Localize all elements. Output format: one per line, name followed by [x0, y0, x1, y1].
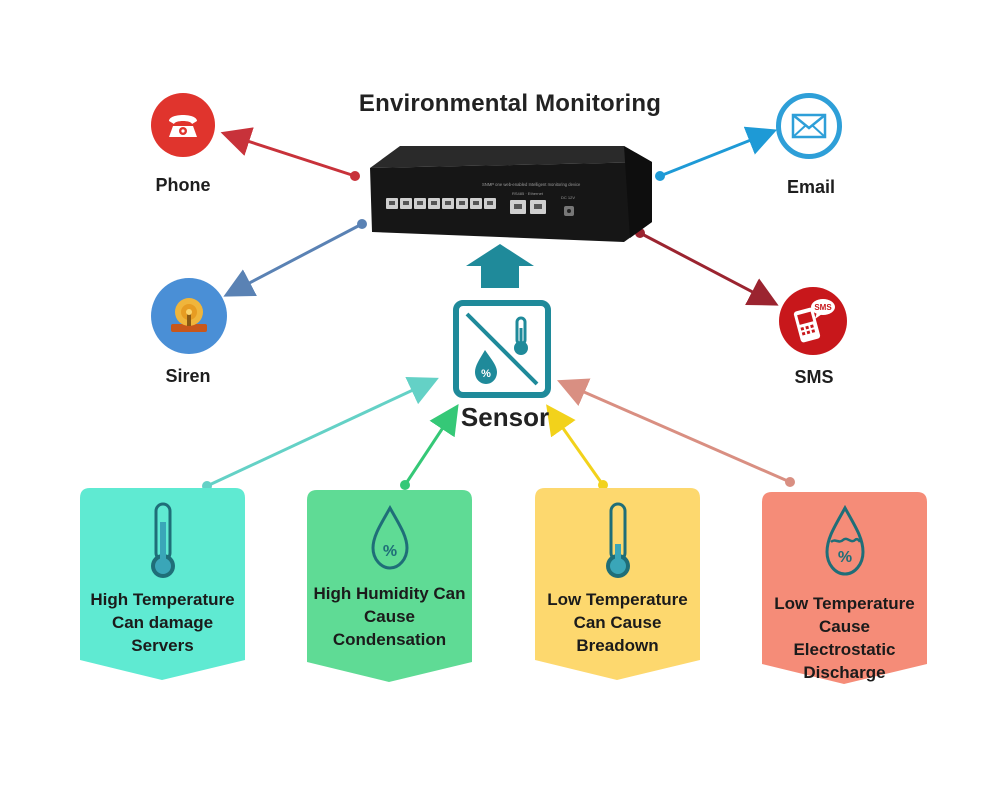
- arrow-to-siren: [223, 219, 367, 297]
- device-power-label: DC 12V: [561, 195, 575, 200]
- page-title: Environmental Monitoring: [358, 90, 662, 117]
- svg-text:%: %: [837, 549, 851, 566]
- siren-alert-circle: [151, 278, 227, 354]
- telephone-icon: [169, 115, 197, 137]
- siren-label: Siren: [165, 366, 211, 386]
- phone-label: Phone: [155, 175, 211, 195]
- sms-phone-icon: SMS: [793, 299, 835, 343]
- sms-alert-circle: SMS: [779, 287, 847, 355]
- device-port-label: RS485 · Ethernet: [512, 191, 544, 196]
- sensor-box: %: [453, 300, 551, 398]
- monitoring-device: SNMP one web-enabled Intelligent monitor…: [370, 146, 652, 242]
- email-label: Email: [786, 177, 836, 197]
- svg-text:SMS: SMS: [814, 303, 832, 312]
- arrow-risk-4: [557, 378, 795, 487]
- envelope-icon: [791, 113, 827, 139]
- sensor-label: Sensor: [460, 402, 550, 432]
- svg-text:%: %: [382, 543, 396, 560]
- arrow-to-email: [655, 126, 778, 181]
- siren-bell-icon: [171, 298, 207, 332]
- device-printed-label: SNMP one web-enabled Intelligent monitor…: [482, 182, 581, 187]
- sms-label: SMS: [794, 367, 834, 387]
- humidity-drop-icon: %: [370, 504, 409, 570]
- arrow-risk-2: [400, 403, 459, 490]
- arrow-risk-1: [202, 377, 439, 491]
- thermometer-icon: [150, 502, 175, 578]
- arrow-risk-3: [546, 404, 608, 490]
- phone-alert-circle: [151, 93, 215, 157]
- email-alert-circle: [776, 93, 842, 159]
- up-arrow: [466, 244, 534, 288]
- svg-text:%: %: [481, 368, 491, 380]
- humidity-drop-icon: %: [824, 504, 865, 576]
- sensor-icon: %: [465, 312, 539, 386]
- thermometer-icon: [605, 502, 630, 578]
- arrow-to-phone: [220, 127, 360, 181]
